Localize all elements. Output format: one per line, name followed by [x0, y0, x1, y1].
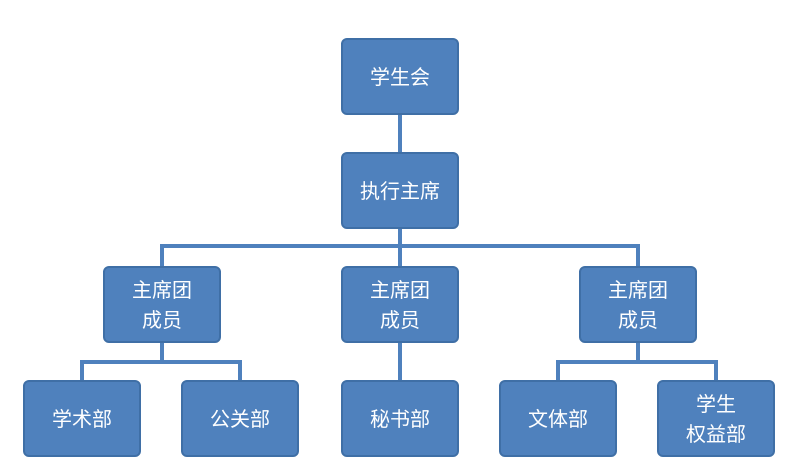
node-presidium-center: 主席团 成员: [341, 266, 459, 343]
node-dept-arts-sports: 文体部: [499, 380, 617, 457]
node-dept-academic: 学术部: [23, 380, 141, 457]
node-label-line2: 成员: [380, 307, 420, 332]
node-label-line1: 主席团: [370, 277, 430, 302]
node-label-line1: 主席团: [132, 277, 192, 302]
node-dept-secretariat: 秘书部: [341, 380, 459, 457]
node-dept-public-relations: 公关部: [181, 380, 299, 457]
node-label-line1: 秘书部: [370, 406, 430, 431]
node-label: 执行主席: [360, 178, 440, 203]
node-label: 学生会: [370, 64, 430, 89]
node-label-line1: 文体部: [528, 406, 588, 431]
node-label-line2: 权益部: [686, 421, 746, 446]
node-student-union: 学生会: [341, 38, 459, 115]
node-presidium-right: 主席团 成员: [579, 266, 697, 343]
node-presidium-left: 主席团 成员: [103, 266, 221, 343]
node-executive-chair: 执行主席: [341, 152, 459, 229]
node-label-line1: 主席团: [608, 277, 668, 302]
node-label-line1: 学术部: [52, 406, 112, 431]
node-label-line1: 学生: [696, 391, 736, 416]
node-label-line1: 公关部: [210, 406, 270, 431]
node-label-line2: 成员: [618, 307, 658, 332]
node-label-line2: 成员: [142, 307, 182, 332]
node-dept-student-rights: 学生 权益部: [657, 380, 775, 457]
